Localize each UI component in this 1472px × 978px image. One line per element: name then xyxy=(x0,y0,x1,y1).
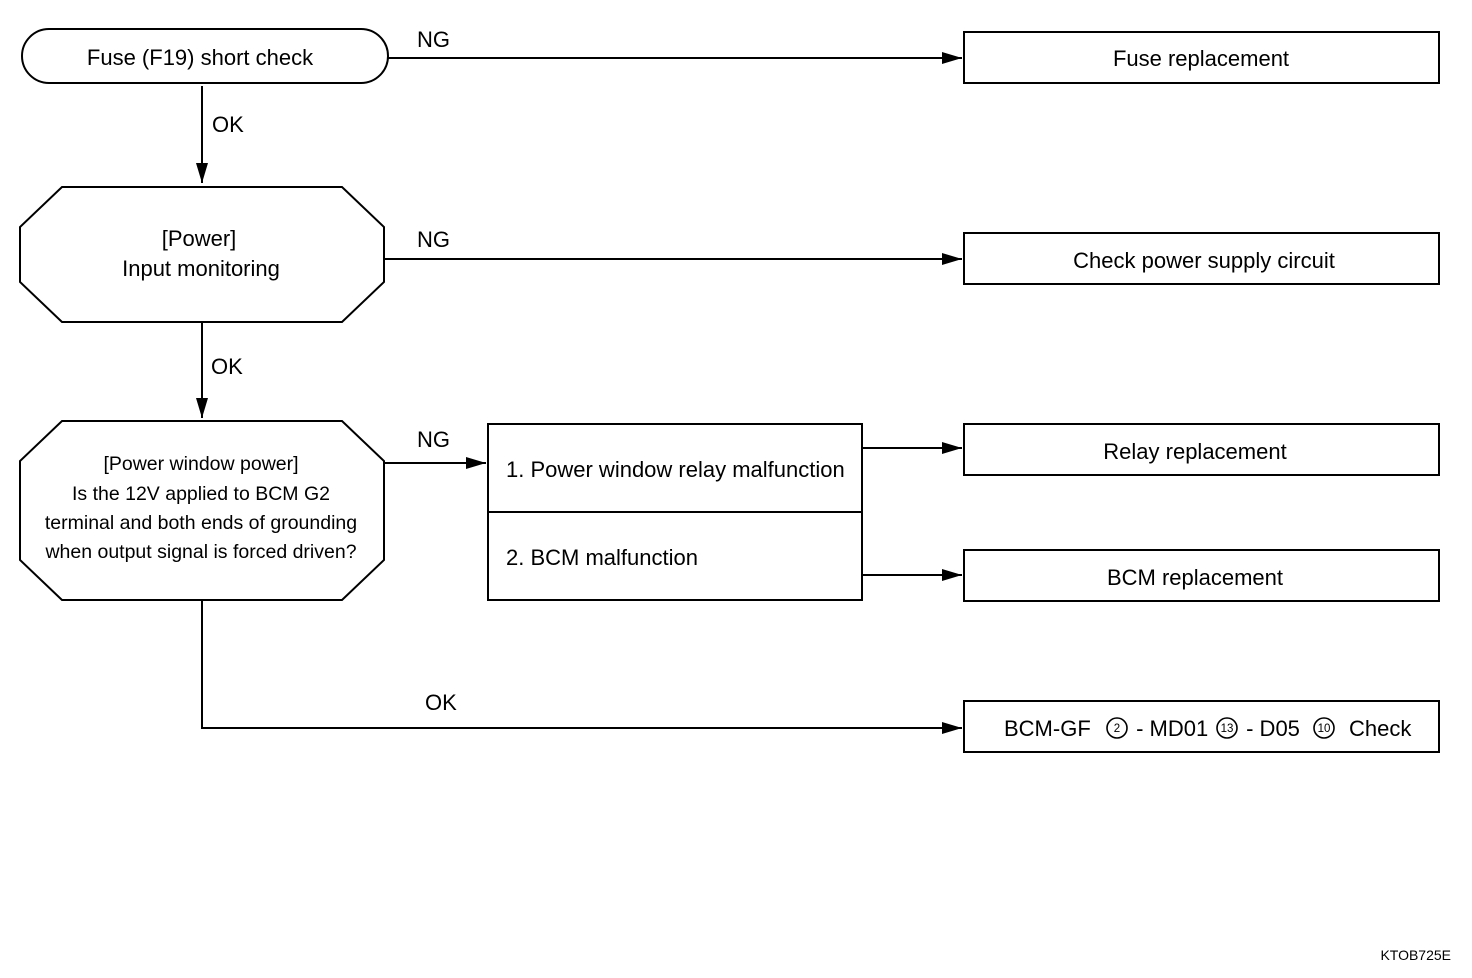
action-check-power-supply-label: Check power supply circuit xyxy=(1073,248,1335,273)
action-check-power-supply: Check power supply circuit xyxy=(963,232,1440,285)
edge-fuse-ng-label: NG xyxy=(417,27,450,52)
final-check-part2: - MD01 xyxy=(1130,716,1208,741)
edge-pw-ng: NG xyxy=(384,427,486,469)
node-pw-line4: when output signal is forced driven? xyxy=(44,541,356,563)
action-relay-replacement-label: Relay replacement xyxy=(1103,439,1286,464)
edge-pw-ok-label: OK xyxy=(425,690,457,715)
edge-fuse-ng: NG xyxy=(388,27,962,64)
action-relay-replacement: Relay replacement xyxy=(963,423,1440,476)
cause-relay-malfunction: 1. Power window relay malfunction xyxy=(506,457,845,482)
node-pw-line1: [Power window power] xyxy=(103,453,298,475)
final-check-circ3: 10 xyxy=(1318,723,1331,735)
action-fuse-replacement-label: Fuse replacement xyxy=(1113,46,1289,71)
action-fuse-replacement: Fuse replacement xyxy=(963,31,1440,84)
final-check-part1: BCM-GF xyxy=(1004,716,1091,741)
edge-power-ok-label: OK xyxy=(211,354,243,379)
node-power-window-power: [Power window power] Is the 12V applied … xyxy=(19,420,385,601)
edge-power-ok: OK xyxy=(196,322,243,418)
edge-fuse-ok: OK xyxy=(196,86,244,183)
node-pw-line3: terminal and both ends of grounding xyxy=(45,512,357,534)
circled-number-icon: 10 xyxy=(1313,717,1335,739)
action-bcm-replacement: BCM replacement xyxy=(963,549,1440,602)
edge-pw-ng-label: NG xyxy=(417,427,450,452)
node-fuse-check: Fuse (F19) short check xyxy=(21,28,389,84)
node-pw-line2: Is the 12V applied to BCM G2 xyxy=(72,483,330,505)
final-check-circ2: 13 xyxy=(1221,723,1234,735)
final-check-circ1: 2 xyxy=(1114,723,1120,735)
edge-fuse-ok-label: OK xyxy=(212,112,244,137)
cause-bcm-malfunction: 2. BCM malfunction xyxy=(506,545,698,570)
causes-box: 1. Power window relay malfunction 2. BCM… xyxy=(487,423,863,601)
final-check-part4: Check xyxy=(1349,716,1412,741)
action-bcm-replacement-label: BCM replacement xyxy=(1107,565,1283,590)
node-power-monitoring-line2: Input monitoring xyxy=(122,256,280,281)
node-power-monitoring: [Power] Input monitoring xyxy=(19,186,385,323)
edge-power-ng-label: NG xyxy=(417,227,450,252)
circled-number-icon: 13 xyxy=(1216,717,1238,739)
final-check-part3: - D05 xyxy=(1240,716,1300,741)
node-power-monitoring-line1: [Power] xyxy=(162,226,237,251)
figure-code: KTOB725E xyxy=(1380,947,1451,963)
action-final-check: BCM-GF 2 - MD01 13 - D05 10 Check xyxy=(963,700,1440,753)
circled-number-icon: 2 xyxy=(1106,717,1128,739)
edge-power-ng: NG xyxy=(384,227,962,265)
node-fuse-check-label: Fuse (F19) short check xyxy=(87,45,314,70)
edge-pw-ok: OK xyxy=(201,600,962,734)
